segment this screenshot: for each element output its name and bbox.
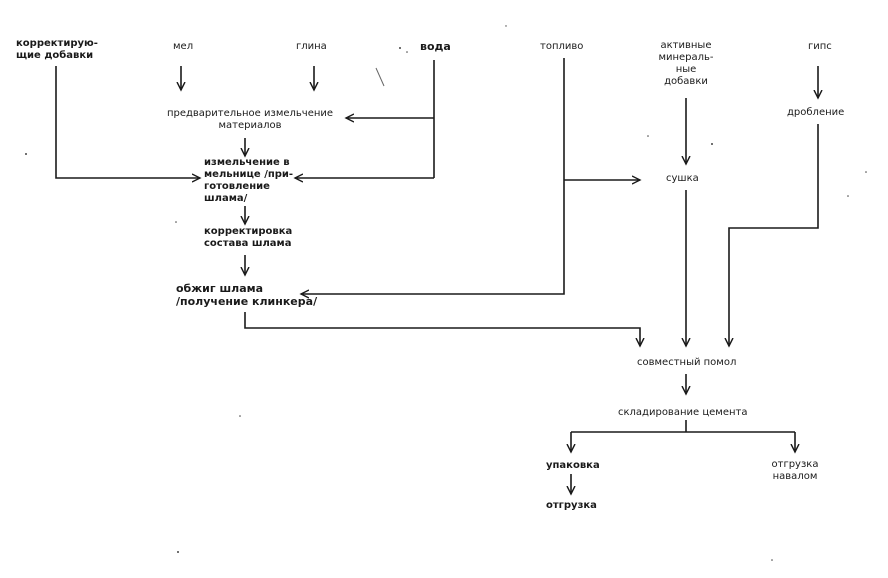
arrow-firing-to-joint-grinding [244, 312, 640, 346]
label-bulk-shipment: отгрузка навалом [771, 459, 819, 482]
label-cement-storage: складирование цемента [618, 407, 748, 418]
label-joint-grinding: совместный помол [637, 357, 737, 368]
label-slurry-correction: корректировка состава шлама [204, 226, 293, 249]
arrow-additives-to-mill [55, 66, 200, 178]
label-active-mineral-additives: активные минераль- ные добавки [658, 40, 714, 87]
label-drying: сушка [666, 173, 699, 184]
label-preliminary-grinding: предварительное измельчение материалов [166, 108, 334, 131]
label-corrective-additives: корректирую- щие добавки [16, 38, 98, 61]
arrow-fuel-to-firing [301, 58, 565, 294]
label-gypsum: гипс [808, 41, 832, 52]
label-clay: глина [296, 41, 327, 52]
label-shipment: отгрузка [546, 500, 597, 511]
label-chalk: мел [173, 41, 194, 52]
label-water: вода [420, 40, 451, 53]
label-slurry-firing: обжиг шлама /получение клинкера/ [176, 282, 318, 308]
label-packing: упаковка [546, 460, 600, 471]
label-crushing: дробление [787, 107, 845, 118]
scan-noise [25, 25, 867, 561]
label-mill-grinding: измельчение в мельнице /при- готовление … [204, 157, 294, 204]
label-fuel: топливо [540, 41, 584, 52]
arrow-crushing-to-joint-grinding [729, 124, 819, 346]
